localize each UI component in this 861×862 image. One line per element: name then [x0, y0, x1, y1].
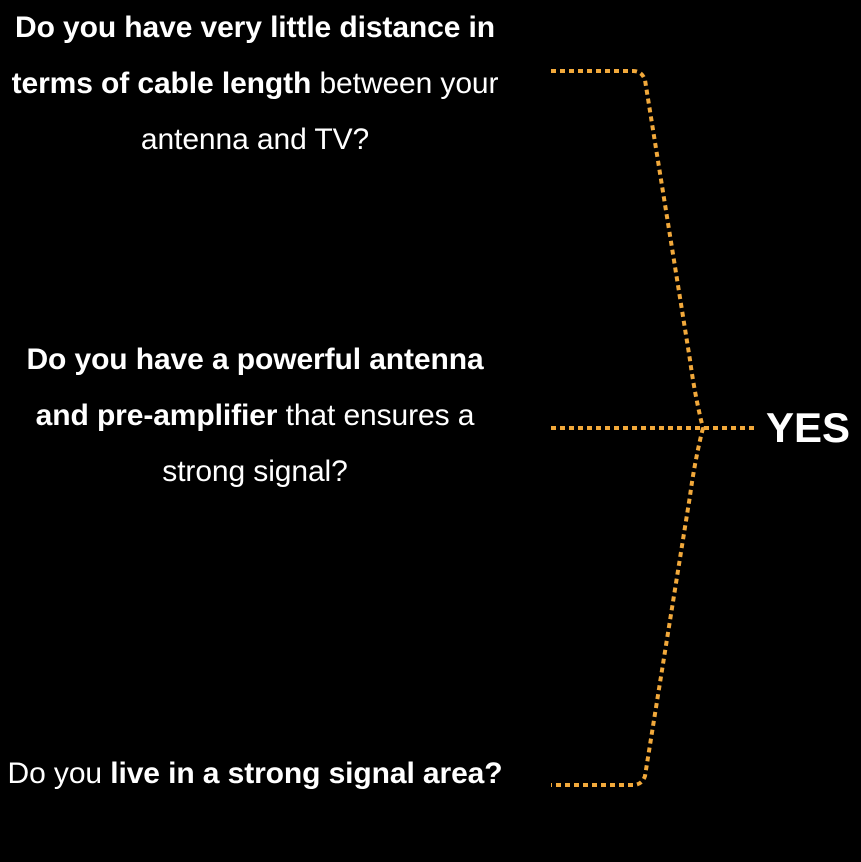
question-2-bold-text: Do you have a powerful antenna and pre-a… — [26, 343, 484, 432]
answer-label-yes: YES — [766, 404, 851, 451]
question-1-regular-text: between your antenna and TV? — [140, 67, 499, 156]
question-1-bold-text: Do you have very little distance in term… — [11, 11, 496, 100]
question-block-3: Do you live in a strong signal area? — [0, 746, 510, 802]
brace-lower-arm-path — [551, 427, 705, 787]
question-3-regular-text: Do you — [7, 757, 103, 790]
question-2-regular-text: that ensures a strong signal? — [162, 399, 475, 488]
question-block-1: Do you have very little distance in term… — [0, 0, 510, 168]
question-block-2: Do you have a powerful antenna and pre-a… — [0, 332, 510, 500]
question-column: Do you have very little distance in term… — [0, 0, 510, 802]
brace-upper-arm-path — [551, 69, 705, 429]
question-3-bold-text: live in a strong signal area? — [102, 757, 503, 790]
